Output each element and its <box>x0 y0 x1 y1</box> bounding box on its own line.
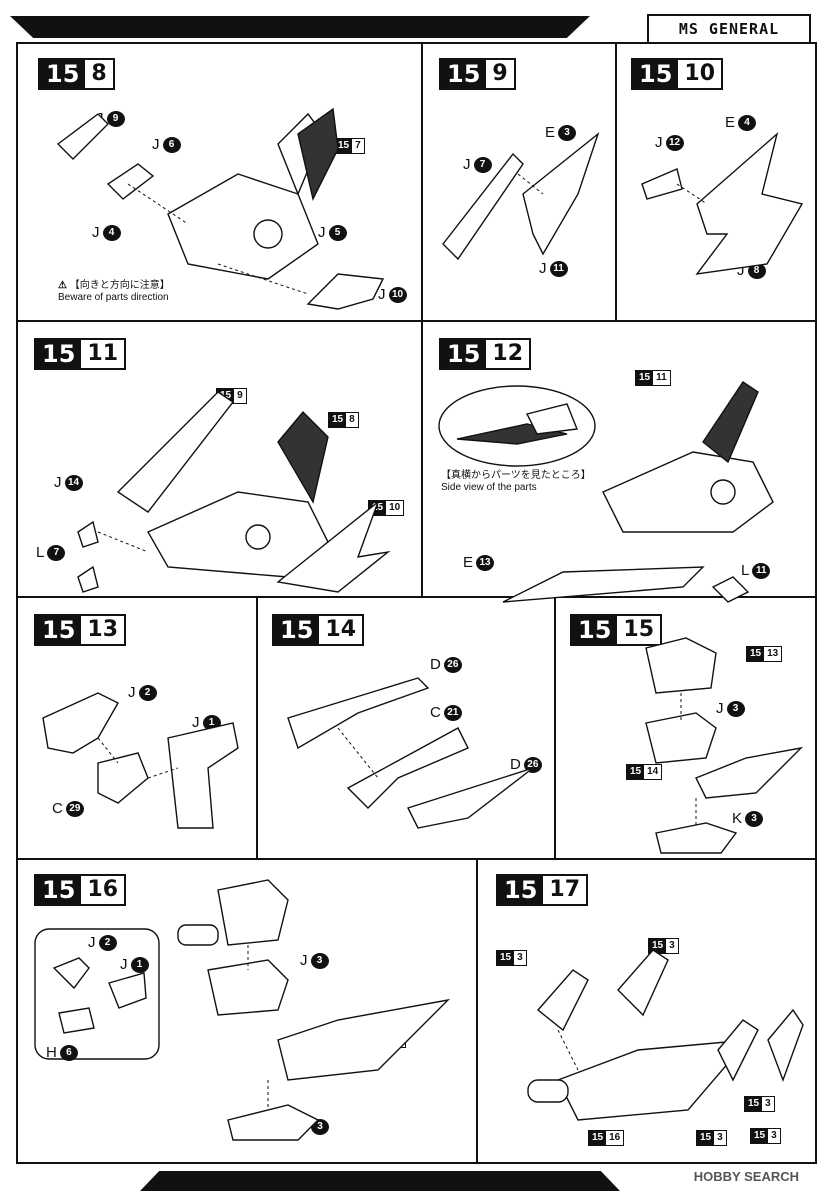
watermark: HOBBY SEARCH <box>693 1169 799 1184</box>
assembly-drawing <box>502 381 774 603</box>
assembly-drawing <box>527 949 804 1121</box>
sub-assembly-bubble <box>34 928 160 1060</box>
direction-note: ⚠ 【向きと方向に注意】Beware of parts direction <box>58 280 170 303</box>
header-stripe <box>10 16 590 38</box>
assembly-drawing <box>77 391 391 593</box>
assembly-drawing <box>42 692 239 829</box>
warning-icon: ⚠ <box>58 280 67 291</box>
assembly-drawing <box>641 132 804 275</box>
bottom-bar: HOBBY SEARCH <box>0 1165 829 1195</box>
instruction-frame: 158 J9 J6 J4 J5 J10 157 ⚠ 【向きと方向に注意】Bewa… <box>16 42 817 1164</box>
assembly-drawing <box>645 637 804 854</box>
brand-label: MS GENERAL <box>647 14 811 44</box>
assembly-drawing <box>442 131 600 261</box>
side-view-bubble <box>438 385 596 467</box>
top-bar: MS GENERAL <box>0 14 829 44</box>
side-view-note: 【真横からパーツを見たところ】Side view of the parts <box>441 470 591 493</box>
assembly-drawing <box>56 107 385 310</box>
assembly-drawing <box>287 677 534 829</box>
footer-stripe <box>140 1171 620 1191</box>
assembly-drawing <box>177 879 451 1141</box>
step-15-8: 158 J9 J6 J4 J5 J10 157 ⚠ 【向きと方向に注意】Bewa… <box>18 44 423 322</box>
